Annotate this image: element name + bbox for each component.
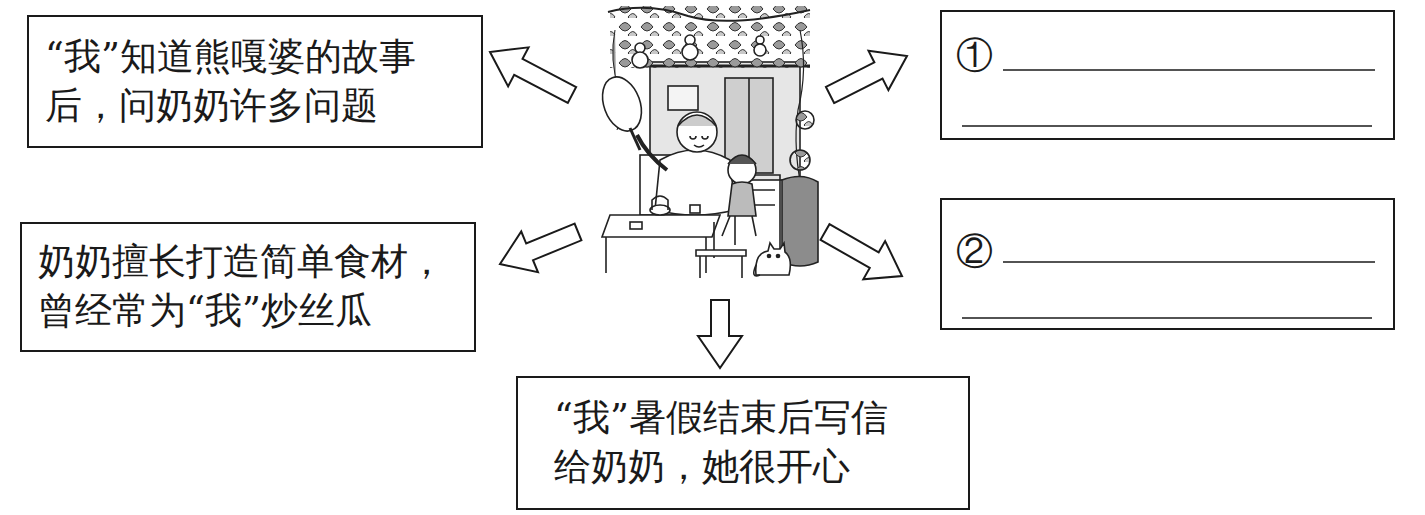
grandma-boy-illustration — [596, 6, 818, 278]
arrow-layer — [490, 47, 907, 368]
answer-box: “我”知道熊嘎婆的故事 后，问奶奶许多问题 — [27, 15, 483, 148]
hollow-arrow — [698, 300, 742, 368]
hollow-arrow — [490, 47, 576, 103]
box-text: “我”知道熊嘎婆的故事 后，问奶奶许多问题 — [45, 33, 465, 131]
blank-answer-box: ② — [940, 198, 1395, 330]
answer-box: “我”暑假结束后写信 给奶奶，她很开心 — [516, 376, 970, 510]
answer-lines — [962, 70, 1375, 318]
box-text: 奶奶擅长打造简单食材， 曾经常为“我”炒丝瓜 — [38, 238, 458, 336]
question-number: ① — [956, 32, 1375, 81]
hollow-arrow — [821, 224, 902, 279]
box-text: “我”暑假结束后写信 给奶奶，她很开心 — [554, 394, 932, 492]
hollow-arrow — [500, 224, 581, 273]
blank-answer-box: ① — [940, 10, 1395, 140]
answer-box: 奶奶擅长打造简单食材， 曾经常为“我”炒丝瓜 — [20, 222, 476, 352]
hollow-arrow — [826, 51, 907, 103]
question-number: ② — [956, 228, 1375, 277]
